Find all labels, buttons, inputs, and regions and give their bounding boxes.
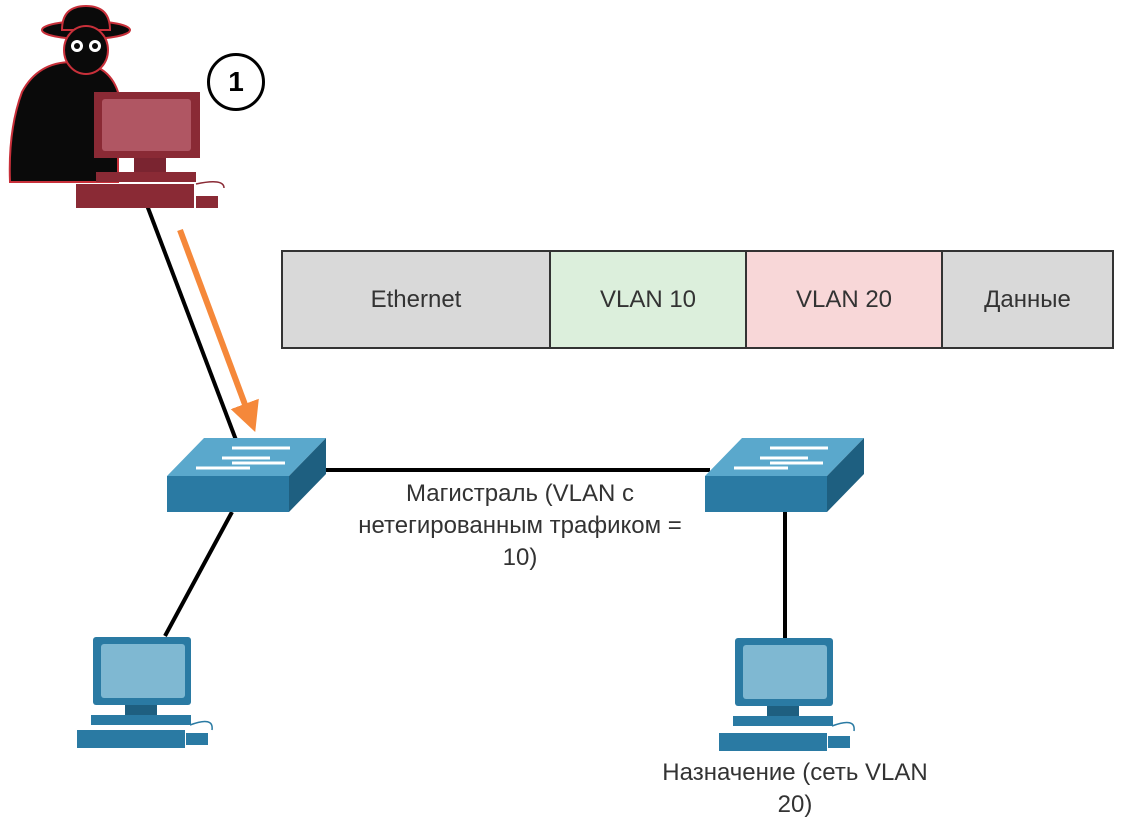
- step-number-badge: 1: [207, 53, 265, 111]
- attacker-icon: [8, 4, 131, 183]
- trunk-label: Магистраль (VLAN с нетегированным трафик…: [358, 480, 682, 571]
- switch-left-icon: [167, 438, 326, 512]
- switch-right-icon: [705, 438, 864, 512]
- frame-field-data: Данные: [943, 252, 1112, 347]
- frame-field-vlan10: VLAN 10: [551, 252, 747, 347]
- link-switch-to-pc: [163, 511, 234, 637]
- computer-left-icon: [77, 637, 213, 748]
- destination-label: Назначение (сеть VLAN 20): [662, 759, 928, 818]
- double-tagged-frame: Ethernet VLAN 10 VLAN 20 Данные: [281, 250, 1114, 349]
- link-attacker-to-switch: [143, 199, 238, 441]
- attack-arrow: [177, 228, 259, 433]
- computer-destination-icon: [719, 638, 855, 751]
- attacker-computer-icon: [76, 92, 225, 208]
- frame-field-ethernet: Ethernet: [283, 252, 551, 347]
- frame-field-vlan20: VLAN 20: [747, 252, 943, 347]
